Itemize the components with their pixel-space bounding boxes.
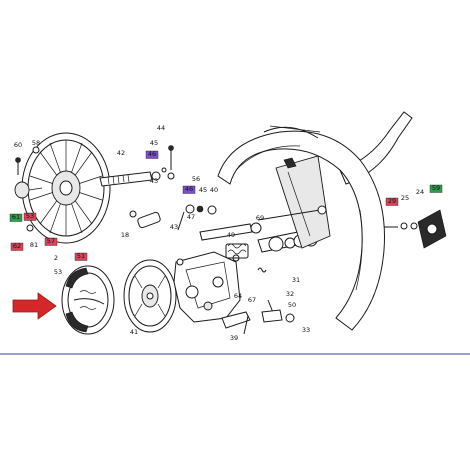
callout-number: 61 (12, 213, 20, 221)
callout-number: 44 (157, 124, 165, 132)
callout-40: 40 (210, 186, 218, 194)
callout-number: 57 (47, 237, 55, 245)
callout-44: 44 (157, 124, 165, 132)
callout-46: 46 (182, 185, 196, 194)
callout-50: 50 (288, 301, 296, 309)
brake-drum-hub (14, 132, 111, 244)
callout-number: 41 (130, 328, 138, 336)
callout-57: 57 (44, 237, 58, 246)
callout-43: 43 (170, 223, 178, 231)
callout-number: 40 (210, 186, 218, 194)
callout-number: 60 (14, 141, 22, 149)
callout-56: 56 (192, 175, 200, 183)
callout-number: 24 (416, 188, 424, 196)
red-arrow-pointer (12, 292, 57, 320)
callout-61: 61 (9, 213, 23, 222)
callout-31: 31 (292, 276, 300, 284)
callout-number: 49 (227, 231, 235, 239)
callout-18: 18 (121, 231, 129, 239)
callout-number: 2 (54, 254, 58, 262)
callout-number: 69 (256, 214, 264, 222)
callout-number: 56 (192, 175, 200, 183)
callout-81: 81 (30, 241, 38, 249)
callout-number: 53 (26, 212, 34, 220)
callout-59: 59 (429, 184, 443, 193)
callout-64: 64 (234, 292, 242, 300)
callout-25: 25 (401, 194, 409, 202)
callout-number: 39 (230, 334, 238, 342)
brake-shoes (61, 265, 115, 335)
callout-32: 32 (286, 290, 294, 298)
callout-number: 29 (388, 197, 396, 205)
callout-24: 24 (416, 188, 424, 196)
callout-number: 18 (121, 231, 129, 239)
callout-60: 60 (14, 141, 22, 149)
callout-62: 62 (10, 242, 24, 251)
callout-43: 43 (150, 177, 158, 185)
callout-29: 29 (385, 197, 399, 206)
callout-53: 53 (54, 268, 62, 276)
callout-45: 45 (199, 186, 207, 194)
callout-47: 47 (187, 213, 195, 221)
callout-number: 51 (77, 252, 85, 260)
right-bracket (384, 209, 447, 249)
callout-number: 46 (148, 150, 156, 158)
callout-number: 45 (199, 186, 207, 194)
callout-number: 58 (32, 139, 40, 147)
selector-casting (173, 251, 251, 335)
callout-58: 58 (32, 139, 40, 147)
callout-69: 69 (256, 214, 264, 222)
hardware-cluster (129, 145, 217, 231)
callout-number: 43 (150, 177, 158, 185)
callout-53: 53 (23, 212, 37, 221)
callout-number: 43 (170, 223, 178, 231)
callout-39: 39 (230, 334, 238, 342)
callout-49: 49 (227, 231, 235, 239)
callout-number: 31 (292, 276, 300, 284)
callout-number: 32 (286, 290, 294, 298)
callout-number: 59 (432, 184, 440, 192)
callout-number: 67 (248, 296, 256, 304)
callout-number: 53 (54, 268, 62, 276)
callout-number: 47 (187, 213, 195, 221)
callout-51: 51 (74, 252, 88, 261)
callout-number: 33 (302, 326, 310, 334)
callout-67: 67 (248, 296, 256, 304)
callout-number: 42 (117, 149, 125, 157)
backing-plate (123, 259, 177, 333)
callout-number: 62 (13, 242, 21, 250)
axle-shaft (99, 171, 161, 187)
callout-number: 50 (288, 301, 296, 309)
callout-45: 45 (150, 139, 158, 147)
callout-33: 33 (302, 326, 310, 334)
callout-42: 42 (117, 149, 125, 157)
callout-2: 2 (54, 254, 58, 262)
callout-number: 81 (30, 241, 38, 249)
callout-number: 45 (150, 139, 158, 147)
callout-46: 46 (145, 150, 159, 159)
callout-number: 46 (185, 185, 193, 193)
fork-mudguard (217, 111, 413, 331)
callout-number: 64 (234, 292, 242, 300)
callout-41: 41 (130, 328, 138, 336)
callout-number: 25 (401, 194, 409, 202)
